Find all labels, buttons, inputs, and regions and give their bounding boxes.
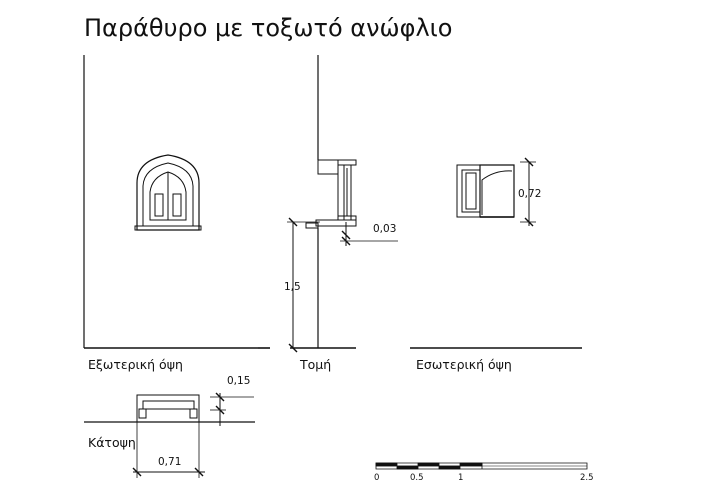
exterior-window <box>135 155 201 230</box>
dim-text-sill-height: 1,5 <box>284 281 301 293</box>
dimension-plan-width <box>133 422 205 478</box>
interior-window <box>457 165 514 217</box>
dimension-sill-thickness <box>340 222 398 246</box>
scale-label-0-5: 0.5 <box>410 473 424 483</box>
dim-text-sill-thickness: 0,03 <box>373 223 397 235</box>
drawing-title: Παράθυρο με τοξωτό ανώφλιο <box>84 14 453 42</box>
dimension-sill-height <box>287 218 320 352</box>
plan-view <box>84 393 255 478</box>
section-view <box>287 55 398 352</box>
label-plan: Κάτοψη <box>88 435 136 450</box>
dim-text-plan-depth: 0,15 <box>227 375 251 387</box>
interior-elevation <box>410 158 582 348</box>
scale-label-2-5: 2.5 <box>580 473 594 483</box>
dim-text-plan-width: 0,71 <box>158 456 182 468</box>
dimension-window-height <box>520 158 536 226</box>
dimension-plan-depth <box>210 393 254 426</box>
exterior-elevation <box>84 55 270 348</box>
label-interior-elevation: Εσωτερική όψη <box>416 357 512 372</box>
plan-window <box>137 395 199 422</box>
scale-label-0: 0 <box>374 473 380 483</box>
scale-bar <box>376 463 587 469</box>
label-section: Τομή <box>300 357 332 372</box>
section-window <box>306 160 356 228</box>
scale-label-1: 1 <box>458 473 464 483</box>
dim-text-window-height: 0,72 <box>518 188 542 200</box>
label-exterior-elevation: Εξωτερική όψη <box>88 357 183 372</box>
